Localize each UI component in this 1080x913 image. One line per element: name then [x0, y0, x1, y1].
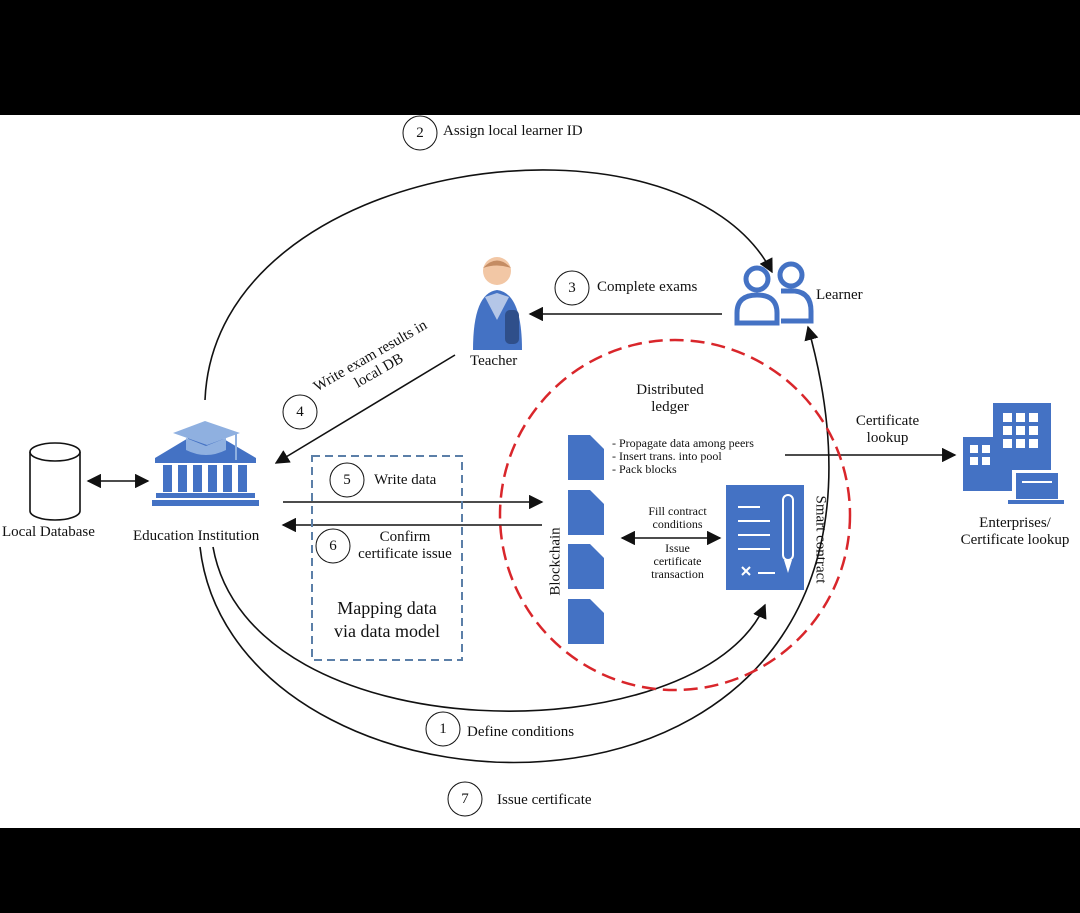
mapping-label-line2: via data model — [334, 621, 440, 641]
teacher-icon — [473, 257, 522, 350]
step-7-number: 7 — [461, 791, 469, 807]
step-5-label: Write data — [374, 472, 437, 488]
step-5-number: 5 — [343, 472, 351, 488]
local-database-label: Local Database — [2, 524, 95, 540]
mapping-box — [311, 455, 463, 661]
teacher-label: Teacher — [470, 353, 518, 369]
arrow-write-results — [274, 354, 456, 464]
database-icon — [29, 442, 81, 521]
step-7-label: Issue certificate — [497, 792, 592, 808]
step-6-number: 6 — [329, 538, 337, 554]
step-1-number: 1 — [439, 721, 447, 737]
certificate-lookup-label: Certificate lookup — [835, 413, 940, 447]
ledger-bullet-1: - Propagate data among peers — [612, 436, 754, 450]
step-3-number: 3 — [568, 280, 576, 296]
certificate-lookup-line1: Certificate — [855, 413, 920, 429]
step-3-label: Complete exams — [597, 279, 698, 295]
building-icon — [963, 403, 1064, 504]
fill-contract-line2: conditions — [652, 517, 703, 531]
blockchain-label: Blockchain — [547, 527, 564, 596]
enterprise-label-line2: Certificate lookup — [960, 532, 1070, 548]
step-2-label: Assign local learner ID — [443, 123, 583, 139]
blockchain-blocks — [568, 435, 604, 644]
distributed-ledger-circle — [498, 338, 852, 692]
certificate-lookup-line2: lookup — [866, 430, 909, 446]
smart-contract-label: Smart contract — [812, 495, 829, 584]
ledger-title-line2: ledger — [651, 399, 689, 415]
step-6-circle — [315, 528, 351, 564]
fill-contract-line1: Fill contract — [648, 504, 707, 518]
step-3-circle — [554, 270, 590, 306]
issue-transaction-line3: transaction — [651, 567, 704, 581]
ledger-bullet-2: - Insert trans. into pool — [612, 449, 722, 463]
step-5-circle — [329, 462, 365, 498]
arc-assign-learner-id — [204, 169, 773, 401]
diagram-graphics — [29, 115, 1064, 817]
ledger-bullet-3: - Pack blocks — [612, 462, 677, 476]
step-4-circle — [282, 394, 318, 430]
step-6-label-line1: Confirm — [379, 529, 431, 545]
issue-transaction-line1: Issue — [665, 541, 690, 555]
ledger-title-line1: Distributed — [636, 382, 704, 398]
learner-icon — [734, 261, 814, 326]
step-6-label: Confirm certificate issue — [330, 529, 480, 563]
step-2-number: 2 — [416, 125, 424, 141]
step-1-circle — [425, 711, 461, 747]
issue-transaction-line2: certificate — [653, 554, 702, 568]
fill-contract-label: Fill contract conditions — [620, 505, 735, 531]
mapping-label-line1: Mapping data — [337, 598, 437, 618]
education-institution-label: Education Institution — [133, 528, 260, 544]
enterprise-label: Enterprises/ Certificate lookup — [945, 515, 1080, 549]
issue-transaction-label: Issue certificate transaction — [620, 542, 735, 581]
step-2-circle — [402, 115, 438, 151]
ledger-title: Distributed ledger — [610, 382, 730, 416]
mapping-label: Mapping data via data model — [312, 597, 462, 643]
arc-issue-certificate — [199, 325, 830, 764]
learner-label: Learner — [816, 287, 863, 303]
smart-contract-icon — [726, 485, 804, 590]
ledger-bullets: - Propagate data among peers - Insert tr… — [612, 437, 754, 476]
diagram-canvas: 2 3 4 5 6 1 7 Assign local learner ID Co… — [0, 115, 1080, 828]
institution-icon — [152, 421, 259, 506]
step-7-circle — [447, 781, 483, 817]
step-6-label-line2: certificate issue — [358, 546, 452, 562]
step-4-number: 4 — [296, 404, 304, 420]
enterprise-label-line1: Enterprises/ — [979, 515, 1051, 531]
step-1-label: Define conditions — [467, 724, 575, 740]
arc-define-conditions — [212, 546, 767, 712]
